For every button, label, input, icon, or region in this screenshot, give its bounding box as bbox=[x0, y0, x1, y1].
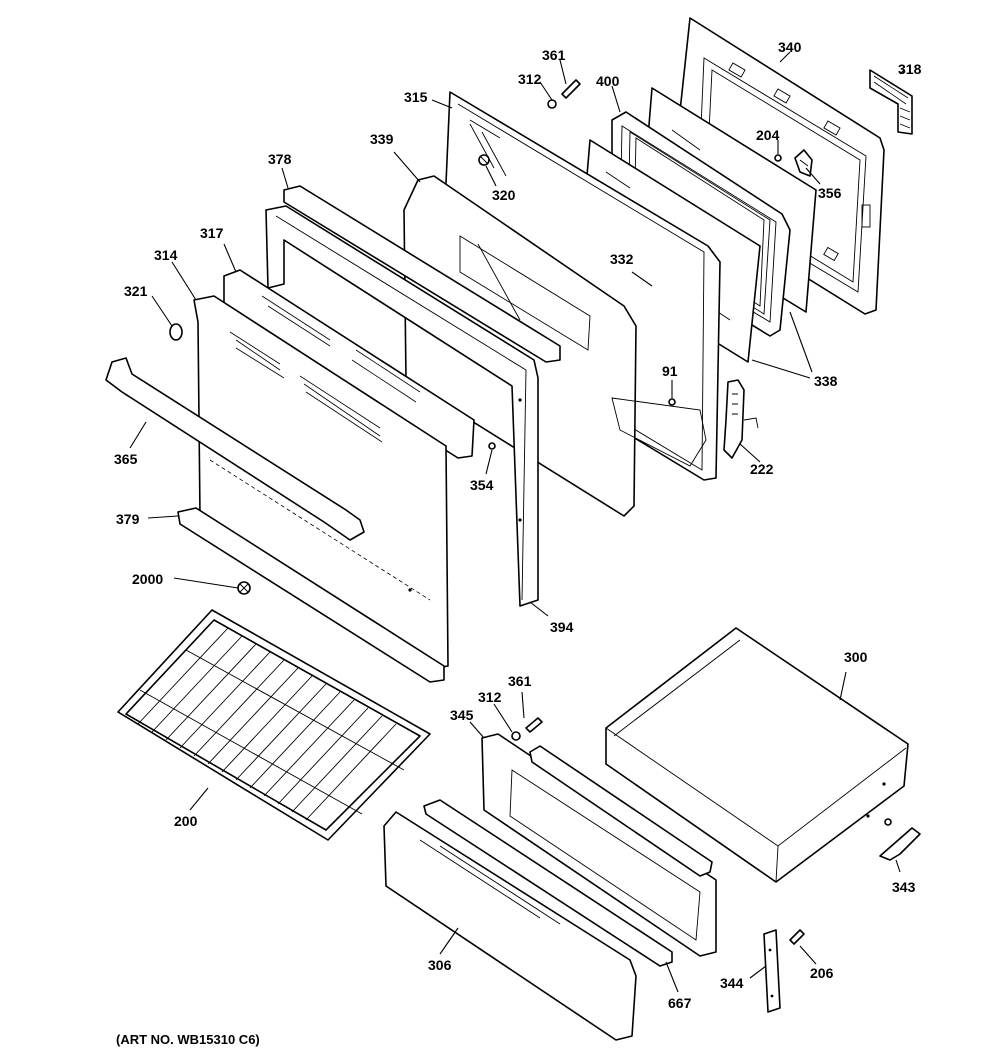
part-312-washer bbox=[547, 99, 557, 109]
art-number-caption: (ART NO. WB15310 C6) bbox=[116, 1032, 260, 1047]
callout-354: 354 bbox=[470, 477, 494, 493]
callout-200: 200 bbox=[174, 813, 198, 829]
callout-667: 667 bbox=[668, 995, 692, 1011]
callout-365: 365 bbox=[114, 451, 138, 467]
part-320-screw bbox=[478, 154, 490, 166]
callout-317: 317 bbox=[200, 225, 224, 241]
callout-343: 343 bbox=[892, 879, 916, 895]
callout-91: 91 bbox=[662, 363, 678, 379]
part-379-trim bbox=[177, 507, 445, 683]
callout-204: 204 bbox=[756, 127, 780, 143]
callout-314: 314 bbox=[154, 247, 178, 263]
callout-400: 400 bbox=[596, 73, 620, 89]
callout-306: 306 bbox=[428, 957, 452, 973]
callout-206: 206 bbox=[810, 965, 834, 981]
part-91-screw bbox=[668, 398, 676, 406]
callout-321: 321 bbox=[124, 283, 148, 299]
part-394-door-frame bbox=[265, 205, 539, 607]
callout-340: 340 bbox=[778, 39, 802, 55]
callout-222: 222 bbox=[750, 461, 774, 477]
callout-361-lower: 361 bbox=[508, 673, 532, 689]
callout-361: 361 bbox=[542, 47, 566, 63]
callout-332: 332 bbox=[610, 251, 634, 267]
part-2000-grommet bbox=[237, 581, 251, 595]
callout-356: 356 bbox=[818, 185, 842, 201]
part-321-grommet bbox=[169, 323, 183, 341]
part-378-strip bbox=[283, 185, 561, 363]
callout-339: 339 bbox=[370, 131, 394, 147]
part-354-screw bbox=[488, 442, 496, 450]
callout-312-lower: 312 bbox=[478, 689, 502, 705]
callout-394: 394 bbox=[550, 619, 574, 635]
part-206-screw bbox=[789, 929, 805, 945]
part-222-hinge bbox=[723, 379, 759, 459]
callout-312: 312 bbox=[518, 71, 542, 87]
callout-378: 378 bbox=[268, 151, 292, 167]
part-200-oven-rack bbox=[117, 609, 431, 841]
part-300-drawer-box bbox=[605, 627, 909, 883]
part-667-trim bbox=[423, 799, 673, 967]
callout-345: 345 bbox=[450, 707, 474, 723]
leader-lines bbox=[129, 51, 905, 993]
callout-315: 315 bbox=[404, 89, 428, 105]
part-345-drawer-frame bbox=[481, 733, 717, 957]
part-344-rail bbox=[763, 929, 781, 1013]
part-318-vent bbox=[869, 69, 913, 135]
part-361-screw-lower bbox=[525, 717, 543, 733]
callout-338: 338 bbox=[814, 373, 838, 389]
callout-379: 379 bbox=[116, 511, 140, 527]
callout-344: 344 bbox=[720, 975, 744, 991]
callout-300: 300 bbox=[844, 649, 868, 665]
part-312-washer-lower bbox=[511, 731, 521, 741]
callout-318: 318 bbox=[898, 61, 922, 77]
callout-labels: 361 312 400 340 318 315 339 320 204 356 … bbox=[114, 39, 922, 1011]
part-343-glide bbox=[879, 818, 921, 861]
part-365-handle bbox=[105, 357, 365, 541]
callout-320: 320 bbox=[492, 187, 516, 203]
callout-2000: 2000 bbox=[132, 571, 163, 587]
part-306-drawer-front bbox=[383, 811, 637, 1041]
part-361-screw bbox=[561, 79, 581, 99]
part-204-screw bbox=[774, 154, 782, 162]
